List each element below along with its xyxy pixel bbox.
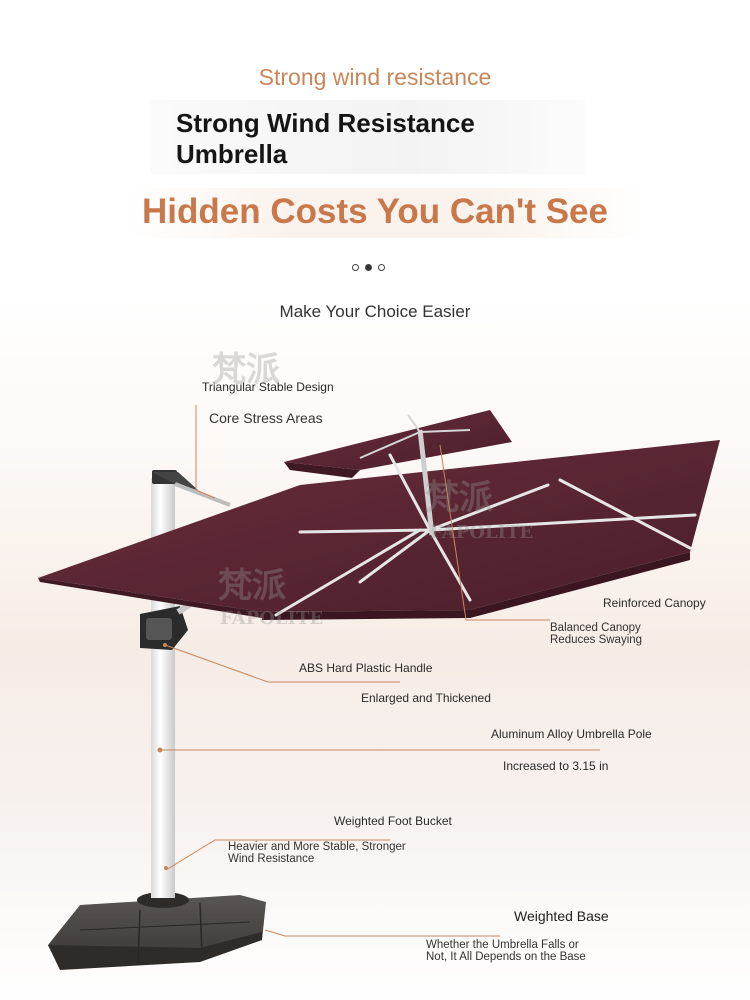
weighted-base: [48, 892, 266, 970]
triangular-design-title: Triangular Stable Design: [202, 380, 334, 394]
carousel-dot-3[interactable]: [378, 264, 385, 271]
watermark-brand-low: FAPOLITE: [220, 608, 324, 629]
leader-lines: [160, 405, 600, 937]
watermark-logo-top: 梵派: [212, 350, 280, 390]
canopy-description: Balanced Canopy Reduces Swaying: [550, 622, 642, 646]
foot-bucket-desc: Heavier and More Stable, Stronger Wind R…: [228, 841, 406, 865]
carousel-dots: [352, 264, 385, 271]
headline-line-1: Strong Wind Resistance: [176, 108, 475, 138]
pole-title: Aluminum Alloy Umbrella Pole: [491, 727, 652, 741]
weighted-base-desc: Whether the Umbrella Falls or Not, It Al…: [426, 939, 586, 963]
costs-band: [130, 188, 645, 238]
canopy-desc-line-2: Reduces Swaying: [550, 634, 643, 646]
core-stress-label: Core Stress Areas: [209, 410, 323, 426]
hidden-costs-title: Hidden Costs You Can't See: [142, 192, 608, 231]
pole-desc: Increased to 3.15 in: [503, 759, 609, 773]
weighted-base-desc-line-2: Not, It All Depends on the Base: [426, 951, 586, 963]
headline-backdrop: [150, 100, 585, 174]
foot-bucket-desc-line-2: Wind Resistance: [228, 853, 315, 865]
watermark-logo-mid: 梵派: [425, 478, 493, 518]
reinforced-canopy-title: Reinforced Canopy: [603, 596, 706, 610]
foot-bucket-desc-line-1: Heavier and More Stable, Stronger: [228, 841, 406, 853]
weighted-base-desc-line-1: Whether the Umbrella Falls or: [426, 939, 579, 951]
weighted-base-title: Weighted Base: [514, 908, 609, 924]
watermark-logo-low: 梵派: [218, 566, 286, 606]
foot-bucket-title: Weighted Foot Bucket: [334, 814, 452, 828]
canopy-desc-line-1: Balanced Canopy: [550, 622, 641, 634]
abs-handle: [140, 606, 188, 650]
abs-handle-desc: Enlarged and Thickened: [361, 691, 491, 705]
carousel-dot-1[interactable]: [352, 264, 359, 271]
canopy: [38, 410, 720, 620]
choice-caption: Make Your Choice Easier: [279, 302, 471, 321]
headline: Strong Wind Resistance Umbrella: [176, 108, 475, 170]
carousel-dot-2[interactable]: [365, 264, 372, 271]
headline-line-2: Umbrella: [176, 139, 288, 169]
section-subtitle: Strong wind resistance: [258, 64, 492, 90]
watermark-brand-mid: FAPOLITE: [430, 522, 534, 543]
abs-handle-title: ABS Hard Plastic Handle: [299, 661, 433, 675]
